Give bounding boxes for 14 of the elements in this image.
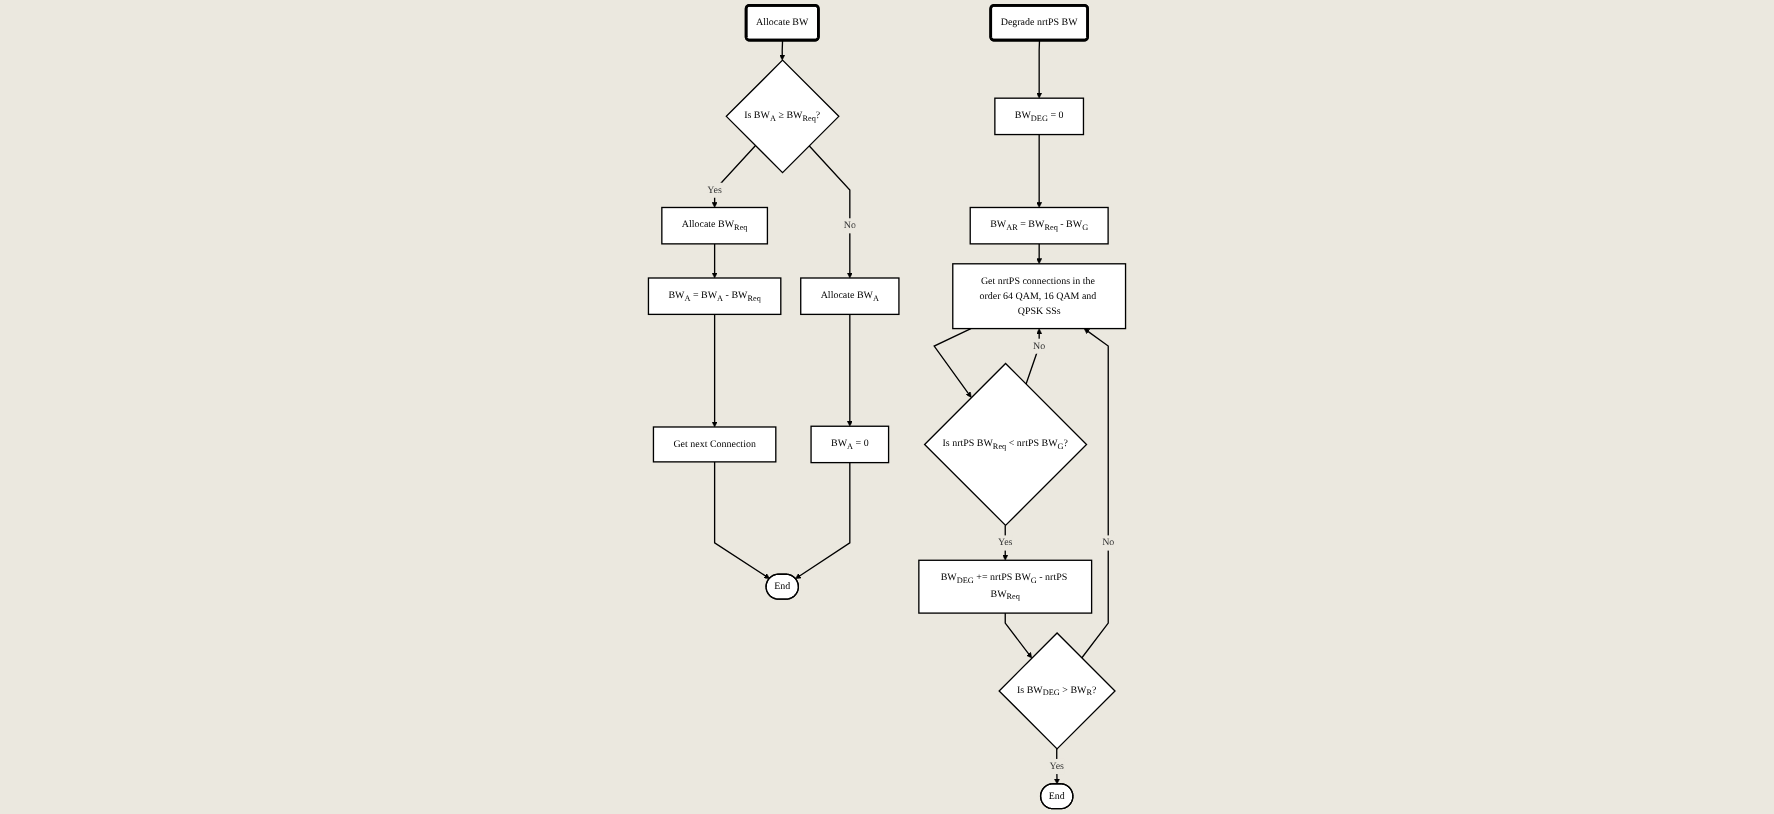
arrow	[711, 145, 756, 208]
arrow	[808, 145, 853, 279]
arrow	[1036, 133, 1043, 208]
arrow	[846, 313, 853, 427]
arrow	[711, 243, 718, 279]
arrow	[795, 461, 851, 579]
arrow	[779, 39, 786, 61]
arrow	[933, 327, 972, 398]
arrow	[1004, 612, 1032, 659]
arrow	[711, 313, 718, 428]
arrow	[1036, 39, 1043, 99]
arrow	[713, 461, 770, 579]
arrow	[1054, 748, 1060, 785]
arrow	[1081, 328, 1109, 659]
